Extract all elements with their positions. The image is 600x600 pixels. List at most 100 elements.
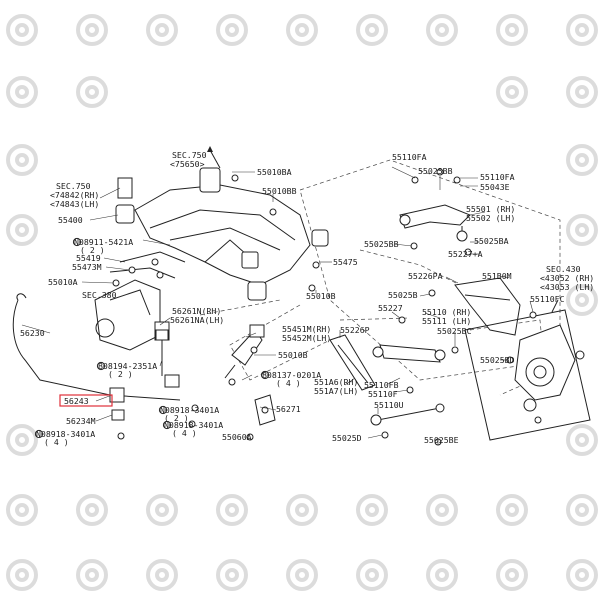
label-55110FA-b[interactable]: 55110FA xyxy=(480,172,515,182)
watermark-gear-icon xyxy=(426,559,458,591)
label-08918-3401A-a[interactable]: N08918-3401A xyxy=(36,429,95,439)
label-55451M[interactable]: 55451M(RH) xyxy=(282,324,331,334)
label-55473M[interactable]: 55473M xyxy=(72,262,102,272)
watermark-gear-icon xyxy=(286,559,318,591)
label-55060A[interactable]: 55060A xyxy=(222,432,252,442)
label-08911-5421A[interactable]: N08911-5421A xyxy=(74,237,133,247)
link-55110 xyxy=(372,344,446,363)
label-55043E[interactable]: 55043E xyxy=(480,182,510,192)
prefix-markers xyxy=(34,237,270,439)
label-sec750-top[interactable]: SEC.750 xyxy=(172,150,207,160)
label-55110U[interactable]: 55110U xyxy=(374,400,404,410)
watermark-gear-icon xyxy=(356,14,388,46)
label-55025B[interactable]: 55025B xyxy=(388,290,418,300)
label-55227-A[interactable]: 55227+A xyxy=(448,249,483,259)
label-55110FA[interactable]: 55110FA xyxy=(392,152,427,162)
label-74843[interactable]: <74843(LH) xyxy=(50,199,99,209)
label-55110[interactable]: 55110 (RH) xyxy=(422,307,471,317)
label-55452M[interactable]: 55452M(LH) xyxy=(282,333,331,343)
watermark-gear-icon xyxy=(566,214,598,246)
label-sec430[interactable]: SEC.430 xyxy=(546,264,581,274)
label-sec380[interactable]: SEC.380 xyxy=(82,290,117,300)
label-551A7[interactable]: 551A7(LH) xyxy=(314,386,358,396)
label-56230[interactable]: 56230 xyxy=(20,328,45,338)
label-43052[interactable]: <43052 (RH) xyxy=(540,273,594,283)
watermark-gear-icon xyxy=(76,14,108,46)
stabilizer-bar-56230 xyxy=(12,293,181,421)
watermark-gear-icon xyxy=(6,494,38,526)
label-55010BB[interactable]: 55010BB xyxy=(262,186,297,196)
watermark-gear-icon xyxy=(146,494,178,526)
label-56261N[interactable]: 56261N(RH) xyxy=(172,306,221,316)
label-55110FB[interactable]: 55110FB xyxy=(364,380,399,390)
label-55010B-a[interactable]: 55010B xyxy=(306,291,336,301)
watermark-gear-icon xyxy=(216,559,248,591)
label-sec750-top-ref[interactable]: <75650> xyxy=(170,159,205,169)
watermark-gear-icon xyxy=(496,14,528,46)
label-08194-2351A[interactable]: B08194-2351A xyxy=(98,361,157,371)
watermark-gear-icon xyxy=(6,76,38,108)
watermark-logos xyxy=(6,14,598,591)
label-qty-2b: ( 2 ) xyxy=(108,369,133,379)
label-08918-3401A-c[interactable]: N08918-3401A xyxy=(164,420,223,430)
label-sec750-left[interactable]: SEC.750 xyxy=(56,181,91,191)
label-56271[interactable]: 56271 xyxy=(276,404,301,414)
link-55110U xyxy=(370,403,445,439)
label-55110F[interactable]: 55110F xyxy=(368,389,398,399)
label-55227[interactable]: 55227 xyxy=(378,303,403,313)
label-55010BA[interactable]: 55010BA xyxy=(257,167,292,177)
label-55025D[interactable]: 55025D xyxy=(332,433,362,443)
label-55025BB-b[interactable]: 55025BB xyxy=(364,239,399,249)
label-55226P[interactable]: 55226P xyxy=(340,325,370,335)
label-551A6[interactable]: 551A6(RH) xyxy=(314,377,358,387)
label-qty-2c: ( 2 ) xyxy=(164,413,189,423)
watermark-gear-icon xyxy=(6,559,38,591)
watermark-gear-icon xyxy=(76,494,108,526)
watermark-gear-icon xyxy=(76,559,108,591)
watermark-gear-icon xyxy=(146,14,178,46)
watermark-gear-icon xyxy=(6,144,38,176)
lower-link-55451M xyxy=(224,324,265,379)
label-55400[interactable]: 55400 xyxy=(58,215,83,225)
rear-subframe-55400 xyxy=(115,146,329,301)
watermark-gear-icon xyxy=(146,559,178,591)
label-55010B-b[interactable]: 55010B xyxy=(278,350,308,360)
label-56261NA[interactable]: 56261NA(LH) xyxy=(170,315,224,325)
bracket-56271 xyxy=(254,394,276,426)
label-74842[interactable]: <74842(RH) xyxy=(50,190,99,200)
label-08918-3401A-b[interactable]: N08918-3401A xyxy=(160,405,219,415)
label-55025BE[interactable]: 55025BE xyxy=(424,435,459,445)
watermark-gear-icon xyxy=(566,559,598,591)
label-56234M[interactable]: 56234M xyxy=(66,416,96,426)
label-43053[interactable]: <43053 (LH) xyxy=(540,282,594,292)
label-qty-2a: ( 2 ) xyxy=(80,245,105,255)
highlight-box-56243 xyxy=(59,394,113,407)
label-55501[interactable]: 55501 (RH) xyxy=(466,204,515,214)
watermark-gear-icon xyxy=(356,559,388,591)
watermark-gear-icon xyxy=(216,494,248,526)
label-55226PA[interactable]: 55226PA xyxy=(408,271,443,281)
label-08137-0201A[interactable]: B08137-0201A xyxy=(262,370,321,380)
watermark-gear-icon xyxy=(286,494,318,526)
label-551B0M[interactable]: 551B0M xyxy=(482,271,512,281)
label-55111[interactable]: 55111 (LH) xyxy=(422,316,471,326)
watermark-gear-icon xyxy=(566,424,598,456)
watermark-gear-icon xyxy=(566,144,598,176)
label-55110FC[interactable]: 55110FC xyxy=(530,294,565,304)
label-55025BC[interactable]: 55025BC xyxy=(437,326,472,336)
label-56243[interactable]: 56243 xyxy=(64,396,89,406)
label-55025BA[interactable]: 55025BA xyxy=(474,236,509,246)
lower-arm-551B0M xyxy=(454,277,521,336)
label-55502[interactable]: 55502 (LH) xyxy=(466,213,515,223)
watermark-gear-icon xyxy=(566,14,598,46)
label-55010A[interactable]: 55010A xyxy=(48,277,78,287)
label-55419[interactable]: 55419 xyxy=(76,253,101,263)
watermark-gear-icon xyxy=(496,559,528,591)
knuckle-sec430 xyxy=(464,299,591,441)
label-55025BB-a[interactable]: 55025BB xyxy=(418,166,453,176)
label-55475[interactable]: 55475 xyxy=(333,257,358,267)
label-55025BD[interactable]: 55025BD xyxy=(480,355,515,365)
leader-lines xyxy=(21,166,534,445)
watermark-gear-icon xyxy=(426,494,458,526)
